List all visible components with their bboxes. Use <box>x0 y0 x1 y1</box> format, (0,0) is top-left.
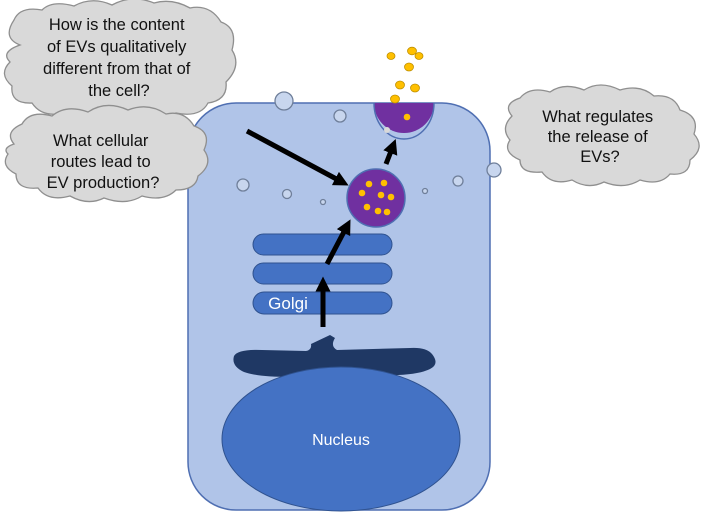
small-vesicles <box>236 91 502 206</box>
endoplasmic-reticulum <box>233 335 436 378</box>
nucleus-label: Nucleus <box>312 432 370 449</box>
question-content-line: different from that of <box>43 60 191 78</box>
cargo-dot <box>407 46 417 56</box>
cargo-dot <box>358 189 366 197</box>
question-release-line: What regulates <box>542 108 653 126</box>
question-routes-line: routes lead to <box>51 153 151 171</box>
cargo-dot <box>380 179 388 187</box>
question-content-line: the cell? <box>88 82 149 100</box>
cargo-dot <box>386 52 396 60</box>
cargo-dot <box>377 191 385 199</box>
cargo-dot <box>363 203 371 211</box>
small-vesicle <box>319 198 327 206</box>
cargo-dot <box>390 94 400 104</box>
internal-cargo <box>358 179 395 216</box>
question-routes-line: EV production? <box>47 174 160 192</box>
cargo-dot <box>414 52 424 60</box>
small-vesicle <box>281 188 293 200</box>
cargo-dot <box>374 207 382 215</box>
cargo-dot <box>365 180 373 188</box>
released-cargo <box>386 46 424 104</box>
cloud-routes <box>4 104 209 203</box>
golgi-to-vesicle-arrow <box>324 219 351 266</box>
small-vesicle <box>486 162 502 178</box>
vesicle-to-release-arrow <box>383 139 398 165</box>
routes-to-vesicle-arrow <box>245 128 349 186</box>
pathway-arrows <box>245 128 398 327</box>
cargo-dot <box>404 62 414 72</box>
cargo-dot <box>395 80 405 90</box>
cloud-release <box>504 84 700 187</box>
budding-cargo <box>384 113 411 133</box>
question-release-line: the release of <box>548 128 648 146</box>
small-vesicle <box>274 91 294 111</box>
small-vesicle <box>421 187 429 195</box>
golgi-cisterna <box>252 262 393 285</box>
cargo-dot <box>387 193 395 201</box>
question-routes-line: What cellular <box>53 132 149 150</box>
question-content: How is the content of EVs qualitatively … <box>43 16 195 100</box>
question-content-line: of EVs qualitatively <box>47 38 187 56</box>
golgi-label: Golgi <box>268 294 308 313</box>
question-content-line: How is the content <box>49 16 185 34</box>
question-release-line: EVs? <box>580 148 619 166</box>
cargo-dot <box>410 83 420 93</box>
cargo-dot <box>403 113 411 121</box>
cargo-dot <box>384 127 390 133</box>
golgi-cisterna <box>252 233 393 256</box>
small-vesicle <box>236 178 250 192</box>
question-release: What regulates the release of EVs? <box>542 108 658 166</box>
cargo-dot <box>383 208 391 216</box>
cloud-content <box>3 0 237 123</box>
internal-vesicle <box>346 168 406 228</box>
small-vesicle <box>333 109 347 123</box>
question-routes: What cellular routes lead to EV producti… <box>47 132 160 192</box>
small-vesicle <box>452 175 464 187</box>
nucleus <box>221 366 461 512</box>
budding-vesicle-outline <box>373 102 435 140</box>
